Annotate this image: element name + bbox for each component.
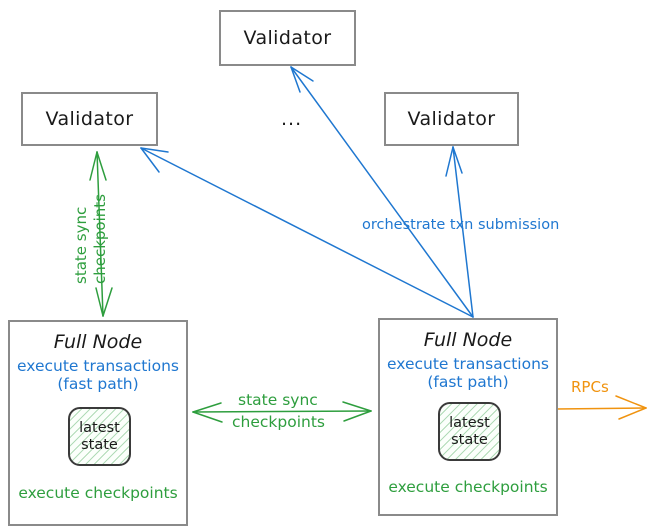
full-node-left-fast-path-line2: (fast path) <box>57 374 139 393</box>
validator-right[interactable]: Validator <box>384 92 519 146</box>
state-sync-horizontal-label-line2: checkpoints <box>232 413 325 431</box>
full-node-right-latest-state-line2: state <box>451 431 488 448</box>
rpcs-label: RPCs <box>571 378 609 396</box>
validator-right-label: Validator <box>407 108 496 130</box>
arrow-fullnode-to-validator-left <box>140 147 474 318</box>
validator-left[interactable]: Validator <box>21 92 158 146</box>
full-node-left-fast-path: execute transactions (fast path) <box>16 357 180 394</box>
arrow-fullnode-to-validator-top <box>290 66 474 318</box>
arrow-rpcs <box>555 395 647 420</box>
full-node-left-execute-checkpoints: execute checkpoints <box>18 484 178 502</box>
orchestrate-txn-submission-label: orchestrate txn submission <box>362 217 560 233</box>
full-node-left-latest-state-line2: state <box>81 436 118 453</box>
full-node-left-latest-state-line1: latest <box>79 420 120 437</box>
validator-top-label: Validator <box>243 27 332 49</box>
full-node-left-fast-path-line1: execute transactions <box>16 357 180 375</box>
arrow-state-sync-horizontal <box>192 401 372 423</box>
validator-left-label: Validator <box>45 108 134 130</box>
full-node-right-execute-checkpoints: execute checkpoints <box>388 478 548 496</box>
state-sync-vertical-label-line1: state sync <box>72 206 90 284</box>
full-node-right[interactable]: Full Node execute transactions (fast pat… <box>378 318 558 516</box>
full-node-right-fast-path: execute transactions (fast path) <box>386 355 550 392</box>
full-node-left[interactable]: Full Node execute transactions (fast pat… <box>8 320 188 526</box>
full-node-left-title: Full Node <box>53 331 143 353</box>
full-node-right-latest-state-line1: latest <box>449 415 490 432</box>
full-node-left-latest-state-box[interactable]: latest state <box>68 407 131 466</box>
state-sync-horizontal-label-line1: state sync <box>238 391 318 409</box>
arrow-fullnode-to-validator-right <box>445 146 474 318</box>
validator-top[interactable]: Validator <box>219 10 356 66</box>
full-node-right-title: Full Node <box>423 329 513 351</box>
full-node-right-fast-path-line2: (fast path) <box>427 372 509 391</box>
full-node-right-fast-path-line1: execute transactions <box>386 355 550 373</box>
state-sync-vertical-label-line2: checkpoints <box>91 194 109 284</box>
arrow-state-sync-vertical <box>89 151 113 317</box>
full-node-right-latest-state-box[interactable]: latest state <box>438 402 501 461</box>
validators-ellipsis: ... <box>281 108 303 130</box>
